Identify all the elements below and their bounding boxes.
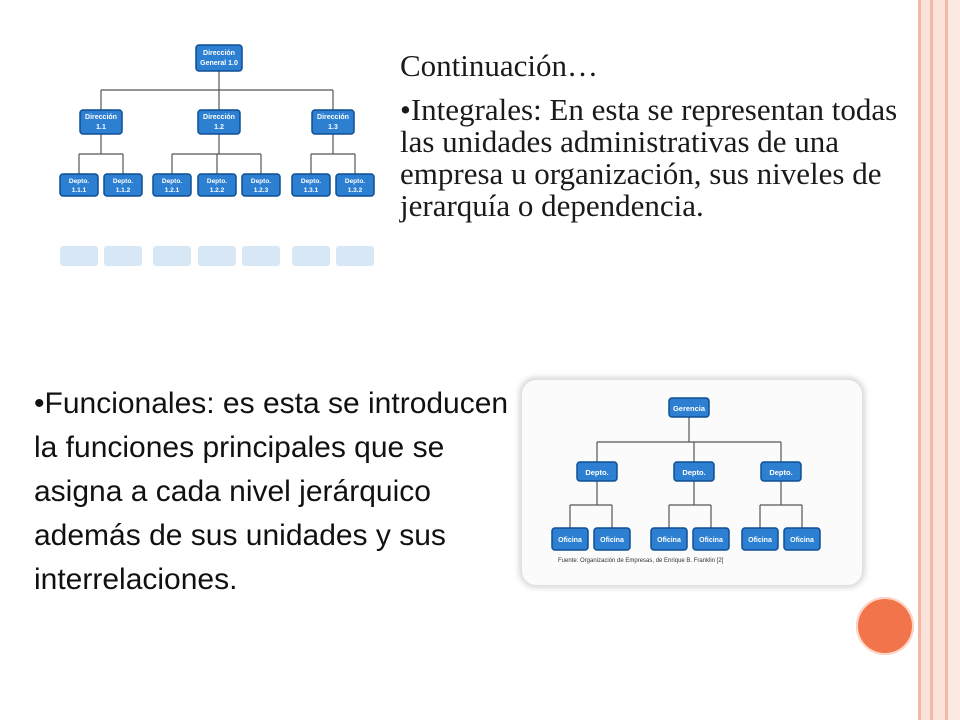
svg-text:Oficina: Oficina [657,537,681,544]
org-box-oficina-4: Oficina [692,527,730,551]
svg-text:Depto.: Depto. [345,178,365,185]
org-box-gerencia: Gerencia [668,397,710,418]
svg-text:Dirección: Dirección [317,114,349,121]
svg-text:Depto.: Depto. [113,178,133,185]
reflection-box [153,246,191,266]
svg-text:1.2: 1.2 [214,124,224,131]
svg-text:Gerencia: Gerencia [673,404,706,413]
svg-text:Depto.: Depto. [682,468,705,477]
section-heading: Continuación… [400,48,599,83]
svg-text:1.3: 1.3 [328,124,338,131]
svg-text:Depto.: Depto. [207,178,227,185]
svg-text:1.2.3: 1.2.3 [254,187,269,194]
svg-text:Dirección: Dirección [203,50,235,57]
decor-stripe [933,0,945,720]
chart-source-caption: Fuente: Organización de Empresas, de Enr… [558,558,724,564]
org-box-l3-2: Depto. 1.1.2 [103,173,143,197]
decor-stripe [930,0,933,720]
org-box-l3-6: Depto. 1.3.1 [291,173,331,197]
reflection-box [336,246,374,266]
chart-lines [569,417,803,528]
svg-text:Oficina: Oficina [748,537,772,544]
reflection-box [198,246,236,266]
org-box-l3-4: Depto. 1.2.2 [197,173,237,197]
org-box-l2-2: Dirección 1.2 [197,109,241,135]
svg-text:1.2.1: 1.2.1 [165,187,180,194]
svg-text:Oficina: Oficina [790,537,814,544]
org-box-depto-2: Depto. [673,461,715,482]
org-box-l2-3: Dirección 1.3 [311,109,355,135]
svg-text:Depto.: Depto. [251,178,271,185]
org-box-oficina-1: Oficina [551,527,589,551]
svg-text:General 1.0: General 1.0 [200,60,238,67]
org-box-root: Dirección General 1.0 [195,44,243,72]
funcionales-paragraph: •Funcionales: es esta se introducen la f… [34,387,509,596]
org-box-oficina-3: Oficina [650,527,688,551]
svg-text:Depto.: Depto. [585,468,608,477]
org-box-l2-1: Dirección 1.1 [79,109,123,135]
svg-text:Dirección: Dirección [203,114,235,121]
decor-stripe [948,0,960,720]
org-chart-integral: Dirección General 1.0 Dirección 1.1 Dire… [59,44,375,266]
decor-stripe [945,0,948,720]
org-box-depto-3: Depto. [760,461,802,482]
reflection-box [60,246,98,266]
org-box-depto-1: Depto. [576,461,618,482]
reflection [60,246,374,266]
org-box-oficina-2: Oficina [593,527,631,551]
svg-text:1.1.1: 1.1.1 [72,187,87,194]
integrales-paragraph: •Integrales: En esta se representan toda… [400,92,898,223]
reflection-box [292,246,330,266]
org-chart-funcional: Gerencia Depto. Depto. Depto. Oficina Of… [551,397,821,564]
org-box-l3-7: Depto. 1.3.2 [335,173,375,197]
decor-stripe [921,0,930,720]
decor-circle [856,597,914,655]
svg-text:Depto.: Depto. [162,178,182,185]
reflection-box [104,246,142,266]
svg-text:Depto.: Depto. [769,468,792,477]
org-box-l3-5: Depto. 1.2.3 [241,173,281,197]
svg-text:1.2.2: 1.2.2 [210,187,225,194]
integrales-text-block: Continuación… •Integrales: En esta se re… [400,50,910,222]
svg-text:Depto.: Depto. [301,178,321,185]
svg-text:Depto.: Depto. [69,178,89,185]
reflection-box [242,246,280,266]
svg-text:1.1: 1.1 [96,124,106,131]
chart-lines [78,71,356,174]
org-box-l3-3: Depto. 1.2.1 [152,173,192,197]
svg-text:Oficina: Oficina [558,537,582,544]
org-box-l3-1: Depto. 1.1.1 [59,173,99,197]
svg-text:1.3.2: 1.3.2 [348,187,363,194]
org-box-oficina-5: Oficina [741,527,779,551]
svg-text:1.1.2: 1.1.2 [116,187,131,194]
org-box-oficina-6: Oficina [783,527,821,551]
svg-text:Oficina: Oficina [699,537,723,544]
decor-stripe [918,0,921,720]
svg-text:1.3.1: 1.3.1 [304,187,319,194]
svg-text:Dirección: Dirección [85,114,117,121]
svg-text:Oficina: Oficina [600,537,624,544]
